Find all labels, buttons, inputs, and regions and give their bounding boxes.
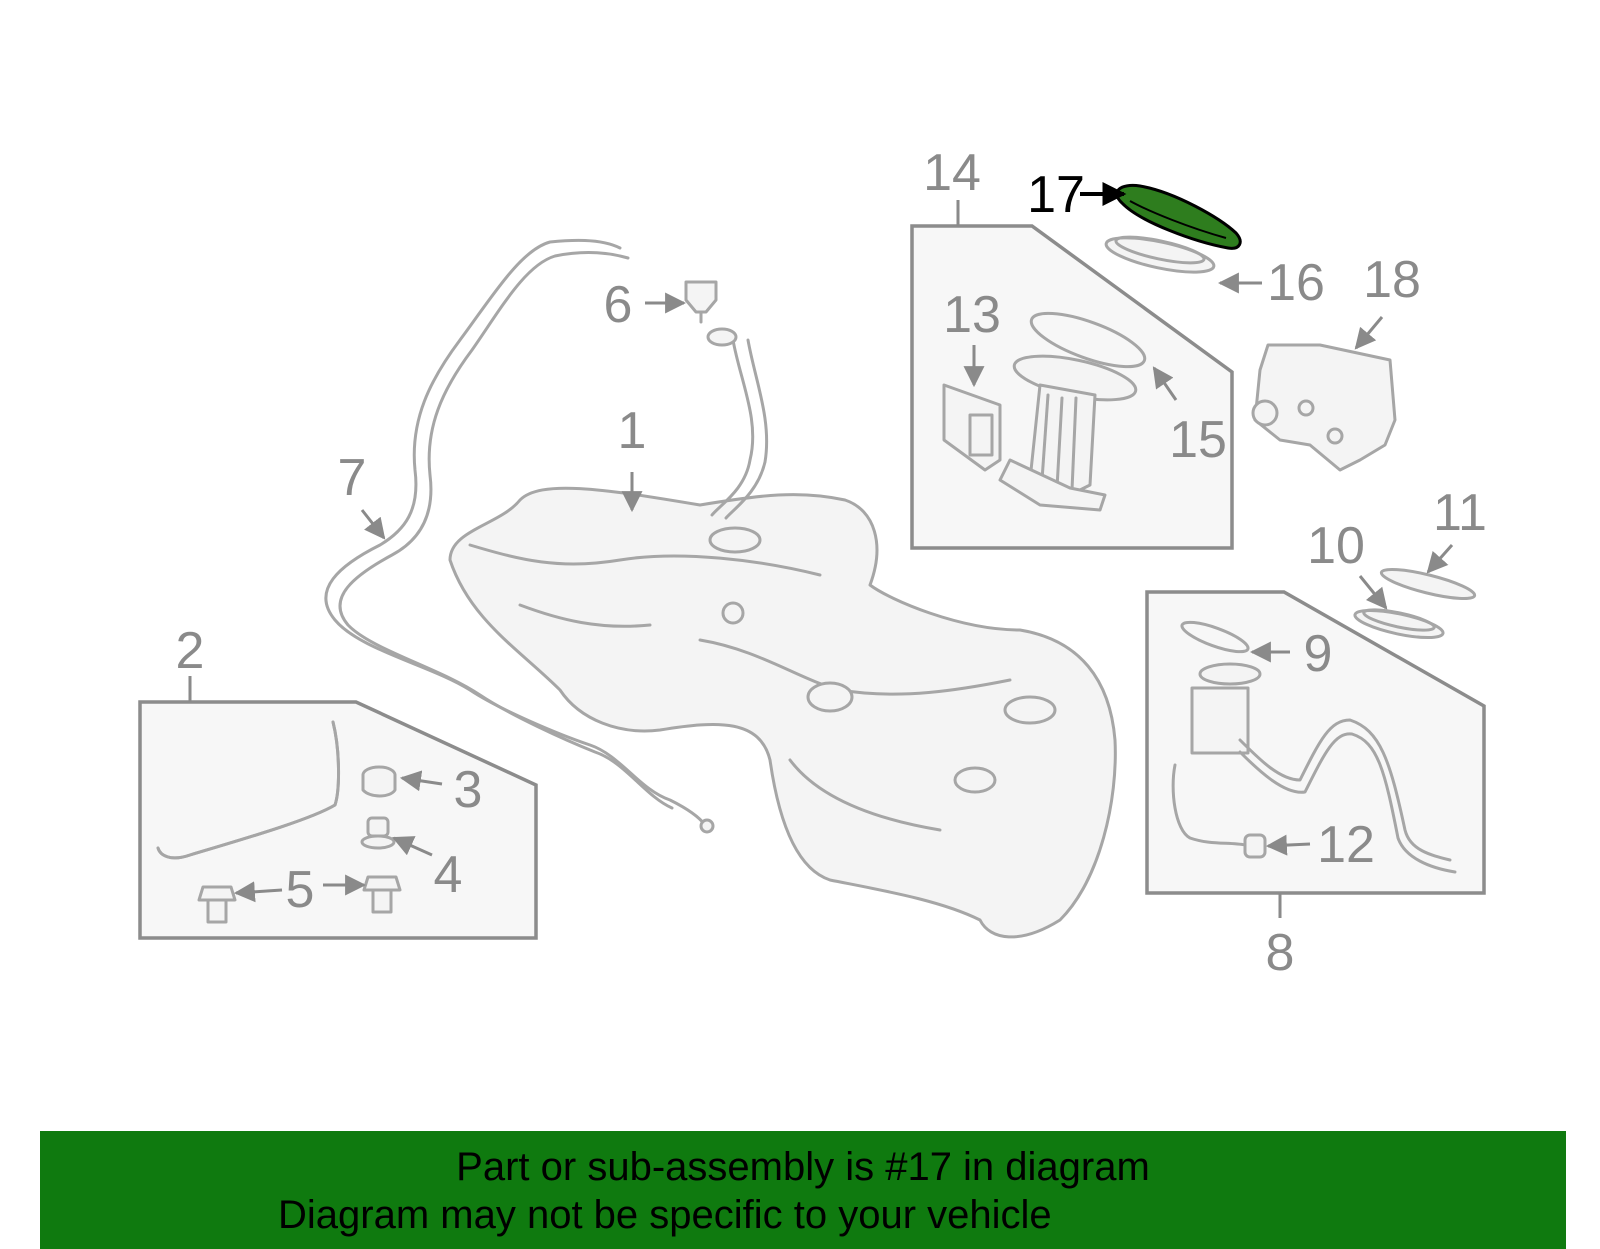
fuel-tank: [448, 486, 1117, 939]
callout-12: 12: [1317, 816, 1375, 874]
callout-10: 10: [1307, 517, 1365, 575]
parts-diagram: 1 2 3 4 5 6 7 8 9 10 11 12 13 14 15 16 1…: [138, 144, 1487, 982]
fuel-pump-assembly: [998, 354, 1138, 512]
nut-part-4: [360, 816, 396, 850]
callout-9: 9: [1304, 625, 1333, 683]
callout-17: 17: [1027, 166, 1085, 224]
group-box-2: [138, 700, 538, 940]
seal-ring-11: [1379, 567, 1477, 601]
callout-16: 16: [1267, 254, 1325, 312]
callout-6: 6: [604, 276, 633, 334]
highlighted-part-17: [1115, 183, 1242, 250]
callout-3: 3: [454, 761, 483, 819]
callout-14: 14: [923, 144, 981, 202]
callout-1: 1: [618, 402, 647, 460]
fuel-pump-bracket-13: [942, 383, 1002, 472]
callout-5: 5: [286, 861, 315, 919]
callout-7: 7: [338, 449, 367, 507]
lock-ring-16: [1104, 235, 1216, 274]
bolt-part-5a: [197, 885, 237, 924]
module-part-18: [1251, 343, 1397, 472]
lock-ring-10: [1353, 608, 1445, 640]
footer-part-note: Part or sub-assembly is #17 in diagram: [456, 1145, 1150, 1189]
footer-banner: Part or sub-assembly is #17 in diagram D…: [40, 1131, 1566, 1249]
seal-ring-15: [1029, 311, 1147, 369]
grommet-part-3: [361, 765, 397, 798]
callout-4: 4: [434, 846, 463, 904]
sender-assembly-8: [1171, 662, 1457, 874]
callout-18: 18: [1363, 251, 1421, 309]
callout-13: 13: [943, 286, 1001, 344]
filler-neck: [684, 280, 769, 520]
fuel-line: [324, 238, 715, 834]
callout-8: 8: [1266, 924, 1295, 982]
callout-15: 15: [1169, 411, 1227, 469]
callout-11: 11: [1433, 484, 1487, 542]
footer-disclaimer: Diagram may not be specific to your vehi…: [278, 1193, 1052, 1237]
callout-2: 2: [176, 622, 205, 680]
seal-ring-9: [1180, 620, 1250, 654]
